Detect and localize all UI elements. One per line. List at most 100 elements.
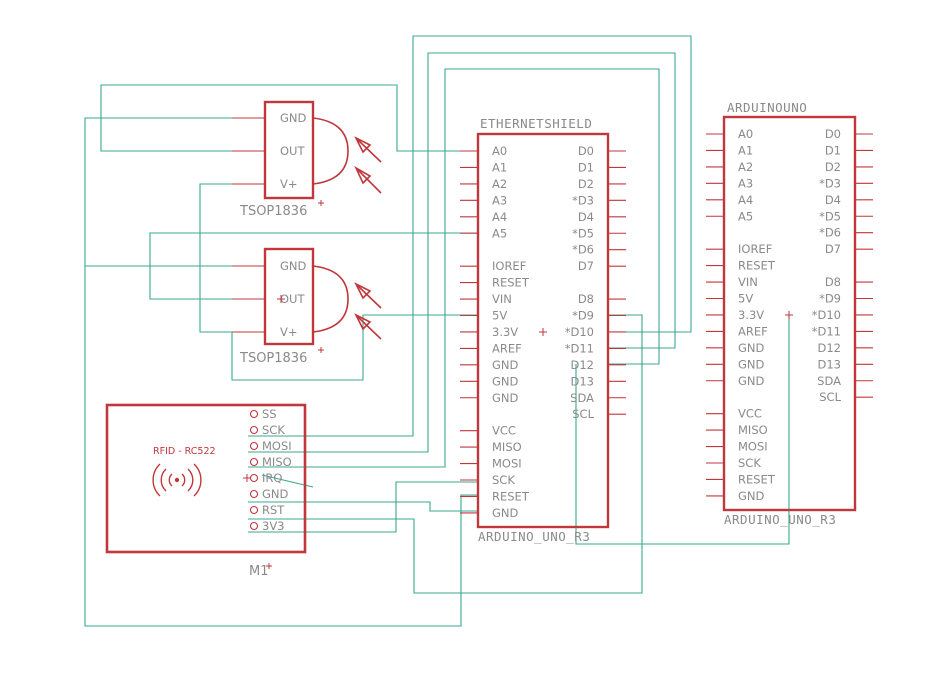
ethernet-shield-footer: ARDUINO_UNO_R3	[478, 529, 590, 544]
arduino_uno-left-pin-label: VCC	[738, 407, 762, 421]
arduino_uno-right-pin-label: *D11	[812, 324, 841, 338]
arduino_uno-right-pin-label: *D10	[812, 308, 841, 322]
rfid-pin-label: SCK	[262, 423, 285, 437]
ethernet_shield-right-pin-label: *D3	[572, 193, 594, 207]
arduino_uno-right-pin-label: *D9	[819, 292, 841, 306]
tsop2-name: TSOP1836	[239, 351, 307, 366]
ethernet_shield-left-pin-label: GND	[492, 374, 519, 388]
ethernet_shield-left-pin-label: MOSI	[492, 457, 522, 471]
rfid-pin-label: IRQ	[262, 471, 282, 485]
wire-rfid-mosi	[248, 52, 676, 453]
tsop2-pin-label: GND	[280, 259, 307, 273]
arduino_uno-left-pin-label: GND	[738, 489, 765, 503]
ethernet_shield-left-pin-label: A0	[492, 144, 507, 158]
ethernet_shield-left-pin-label: A3	[492, 193, 507, 207]
wire-rfid-3v3	[248, 481, 478, 533]
tsop1-pin-label: OUT	[280, 144, 305, 158]
wires	[84, 35, 790, 627]
wire-gnd-bus	[84, 117, 478, 627]
ethernet_shield-right-pin-label: *D10	[565, 325, 594, 339]
arduino_uno-left-pin-label: GND	[738, 341, 765, 355]
arduino_uno-left-pin-label: A4	[738, 193, 753, 207]
arduino_uno-left-pin-label: MOSI	[738, 440, 768, 454]
ethernet_shield-left-pin-label: 3.3V	[492, 325, 518, 339]
tsop1-pin-label: GND	[280, 111, 307, 125]
ethernet_shield-right-pin-label: D12	[571, 358, 595, 372]
tsop1-pin-label: V+	[280, 177, 298, 191]
arduino-left-pins: A0A1A2A3A4A5IOREFRESETVIN5V3.3VAREFGNDGN…	[706, 127, 776, 503]
wire-rfid-sck	[248, 35, 692, 437]
arduino_uno-left-pin-label: 3.3V	[738, 308, 764, 322]
ethernet-right-pins: D0D1D2*D3D4*D5*D6D7D8*D9*D10*D11D12D13SD…	[565, 144, 626, 421]
ethernet_shield-left-pin-label: IOREF	[492, 259, 526, 273]
ethernet_shield-right-pin-label: *D11	[565, 341, 594, 355]
ethernet_shield-right-pin-label: D4	[578, 210, 594, 224]
tsop2-component: GND OUT V+ TSOP1836	[232, 247, 382, 366]
arduino_uno-right-pin-label: *D6	[819, 226, 841, 240]
arduino_uno-left-pin-label: A1	[738, 143, 753, 157]
arduino-uno-footer: ARDUINO_UNO_R3	[724, 512, 836, 527]
light-arrow-icon	[354, 166, 382, 194]
arduino_uno-left-pin-label: RESET	[738, 472, 776, 486]
tsop1-component: GND OUT V+ TSOP1836	[232, 100, 382, 219]
ethernet_shield-left-pin-label: GND	[492, 358, 519, 372]
arduino_uno-left-pin-label: VIN	[738, 275, 758, 289]
arduino_uno-left-pin-label: AREF	[738, 324, 768, 338]
ethernet-shield-title: ETHERNETSHIELD	[480, 116, 592, 131]
tsop2-pin-label: V+	[280, 325, 298, 339]
wire-5v	[231, 314, 478, 381]
rfid-pin-label: MOSI	[262, 439, 292, 453]
tsop2-pin-label: OUT	[280, 292, 305, 306]
ethernet_shield-left-pin-label: MISO	[492, 440, 522, 454]
arduino_uno-right-pin-label: D12	[818, 341, 842, 355]
arduino_uno-left-pin-label: A2	[738, 160, 753, 174]
ethernet_shield-left-pin-label: A2	[492, 177, 507, 191]
arduino_uno-right-pin-label: SDA	[817, 374, 841, 388]
arduino_uno-left-pin-label: A3	[738, 176, 753, 190]
arduino_uno-left-pin-label: IOREF	[738, 242, 772, 256]
light-arrow-icon	[354, 136, 382, 163]
rfid-pin-label: MISO	[262, 455, 292, 469]
ethernet-shield: ETHERNETSHIELD ARDUINO_UNO_R3 A0A1A2A3A4…	[460, 116, 626, 544]
ethernet_shield-left-pin-label: 5V	[492, 309, 507, 323]
arduino_uno-left-pin-label: GND	[738, 374, 765, 388]
arduino_uno-right-pin-label: D4	[825, 193, 841, 207]
ethernet_shield-left-pin-label: VIN	[492, 292, 512, 306]
wire-rfid-rst	[248, 314, 643, 594]
arduino_uno-left-pin-label: 5V	[738, 292, 753, 306]
arduino_uno-right-pin-label: *D3	[819, 176, 841, 190]
ethernet_shield-left-pin-label: RESET	[492, 489, 530, 503]
arduino_uno-left-pin-label: MISO	[738, 423, 768, 437]
ethernet_shield-right-pin-label: *D6	[572, 243, 594, 257]
ethernet_shield-left-pin-label: GND	[492, 391, 519, 405]
light-arrow-icon	[354, 313, 382, 340]
ethernet_shield-left-pin-label: AREF	[492, 341, 522, 355]
arduino_uno-right-pin-label: D13	[818, 357, 842, 371]
ethernet_shield-right-pin-label: D1	[578, 160, 594, 174]
rfid-pin-label: GND	[262, 487, 289, 501]
arduino_uno-left-pin-label: RESET	[738, 259, 776, 273]
arduino-right-pins: D0D1D2*D3D4*D5*D6D7D8*D9*D10*D11D12D13SD…	[812, 127, 873, 404]
ethernet-left-pins: A0A1A2A3A4A5IOREFRESETVIN5V3.3VAREFGNDGN…	[460, 144, 530, 520]
ethernet_shield-left-pin-label: SCK	[492, 473, 515, 487]
wire-3v3-bridge	[575, 315, 790, 545]
ethernet_shield-left-pin-label: A5	[492, 226, 507, 240]
rfid-pin-label: RST	[262, 503, 285, 517]
arduino_uno-left-pin-label: GND	[738, 357, 765, 371]
ethernet_shield-right-pin-label: D2	[578, 177, 594, 191]
ethernet_shield-right-pin-label: D13	[571, 374, 595, 388]
arduino_uno-right-pin-label: *D5	[819, 209, 841, 223]
ethernet_shield-right-pin-label: D7	[578, 259, 594, 273]
ethernet_shield-right-pin-label: D0	[578, 144, 594, 158]
ethernet_shield-right-pin-label: SDA	[570, 391, 594, 405]
rfid-pin-label: 3V3	[262, 519, 285, 533]
ethernet_shield-left-pin-label: RESET	[492, 276, 530, 290]
arduino_uno-right-pin-label: D0	[825, 127, 841, 141]
ethernet_shield-left-pin-label: GND	[492, 506, 519, 520]
rfid-label: RFID - RC522	[153, 446, 216, 457]
ethernet_shield-left-pin-label: A4	[492, 210, 507, 224]
arduino-uno: ARDUINOUNO ARDUINO_UNO_R3 A0A1A2A3A4A5IO…	[706, 100, 873, 527]
ethernet_shield-right-pin-label: SCL	[572, 407, 594, 421]
arduino_uno-right-pin-label: SCL	[819, 390, 841, 404]
